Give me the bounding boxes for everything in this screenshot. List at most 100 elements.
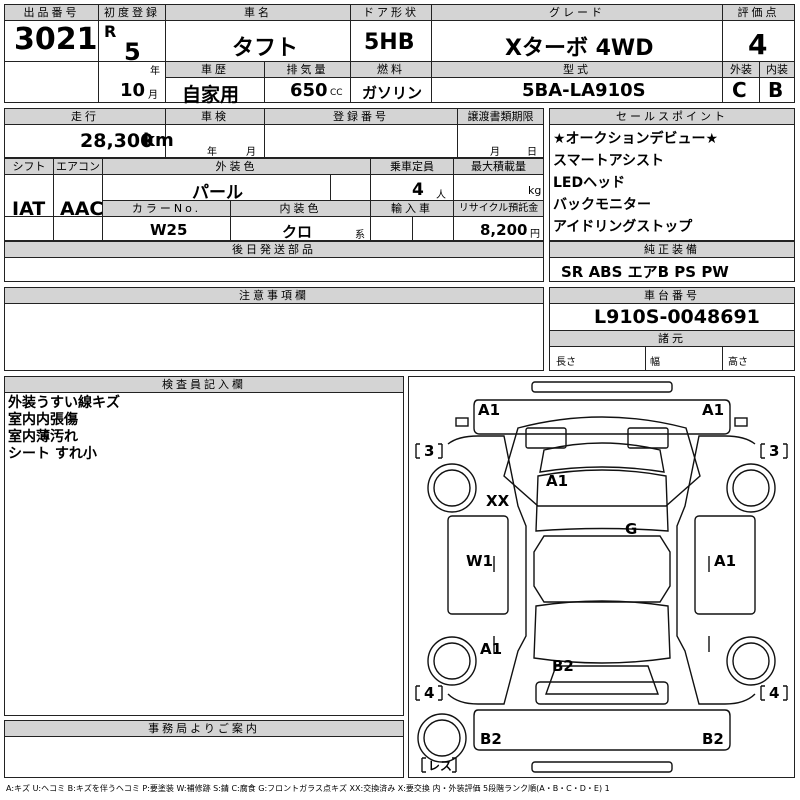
month-unit: 月 [148,90,158,101]
tread-rr: 4 [769,684,779,702]
ext-label: 外装 [723,62,759,78]
door-label: ドア形状 [351,5,431,21]
inspector-note: 室内内張傷 [8,412,78,428]
ac: AAC [60,198,104,220]
lot-no-label: 出品番号 [5,5,98,21]
ac-label: エアコン [54,159,102,175]
equipment-block [549,241,795,282]
mark-rear-left: B2 [480,730,502,748]
recycle-label: リサイクル預託金 [454,201,543,217]
spare-tire: レス [428,759,452,773]
model-label: 型式 [432,62,722,78]
color-label: 外装色 [103,159,370,175]
yen-unit: 円 [530,229,540,240]
equipment-label: 純正装備 [550,242,794,258]
equipment: SR ABS エアB PS PW [561,263,729,281]
inspector-label: 検査員記入欄 [5,377,403,393]
color: パール [192,183,243,203]
mark-right-mid: A1 [714,552,736,570]
mileage: 28,300 [80,130,154,152]
sales-point: スマートアシスト [553,153,665,169]
tread-fr: 3 [769,442,779,460]
person-unit: 人 [436,190,446,201]
mark-rear-center: B2 [552,657,574,675]
sales-point: アイドリングストップ [553,219,693,235]
sales-points-block [549,108,795,241]
era: R [104,22,117,41]
first-reg-label: 初度登録 [99,5,165,21]
sales-points-label: セールスポイント [550,109,794,125]
grade-label: グレード [432,5,722,21]
import-label: 輸入車 [371,201,453,217]
spec-block [4,158,544,241]
inspector-note: シート すれ小 [8,446,97,462]
reg-month: 10 [120,80,146,101]
car-name-label: 車名 [166,5,350,21]
interior-color-suffix: 系 [355,230,365,241]
history-label: 車歴 [166,62,264,78]
grade: Xターボ 4WD [505,36,654,61]
int-score: B [768,78,784,102]
transfer-label: 譲渡書類期限 [458,109,543,125]
kg-unit: kg [528,184,542,197]
interior-color-label: 内装色 [231,201,370,217]
legend: A:キズ U:ヘコミ B:キズを伴うヘコミ P:要塗装 W:補修跡 S:錆 C:… [6,784,610,793]
chassis-block [549,287,795,371]
inspector-note: 外装うすい線キズ [8,395,120,411]
km-unit: km [143,130,174,151]
tread-rl: 4 [424,684,434,702]
mark-rear-right: B2 [702,730,724,748]
cc-unit: CC [330,88,343,98]
displacement: 650 [290,80,328,101]
history: 自家用 [182,84,240,106]
color-no: W25 [150,221,188,239]
tread-fl: 3 [424,442,434,460]
notes-block [4,287,544,371]
int-label: 内装 [760,62,794,78]
insp-month-unit: 月 [246,147,256,158]
header-block [4,4,795,103]
capacity: 4 [412,180,424,200]
inspector-notes: 外装うすい線キズ 室内内張傷 室内薄汚れ シート すれ小 [8,395,120,463]
door-type: 5HB [364,30,415,55]
capacity-label: 乗車定員 [371,159,453,175]
notes-label: 注意事項欄 [5,288,543,304]
later-parts-block [4,241,544,282]
dims-length: 長さ [556,357,576,368]
lot-no: 3021 [14,22,98,57]
later-parts-label: 後日発送部品 [5,242,543,258]
ext-score: C [732,78,747,102]
registration-label: 登録番号 [265,109,457,125]
fuel: ガソリン [362,84,423,102]
sales-point: ★オークションデビュー★ [553,131,719,147]
insp-year-unit: 年 [207,147,217,158]
dims-height: 高さ [728,357,748,368]
mark-roof-front: A1 [546,472,568,490]
shift-label: シフト [5,159,53,175]
inspector-note: 室内薄汚れ [8,429,78,445]
car-diagram-block [408,376,795,778]
sales-points-list: ★オークションデビュー★ スマートアシスト LEDヘッド バックモニター アイド… [553,128,718,238]
transfer-month-unit: 月 [490,147,500,158]
displacement-label: 排気量 [265,62,350,78]
car-diagram: A1 A1 A1 XX G W1 A1 A1 B2 B2 B2 3 3 4 4 … [415,381,788,773]
chassis-number: L910S-0048691 [594,306,760,328]
score-label: 評価点 [723,5,794,21]
mileage-label: 走行 [5,109,165,125]
transfer-day-unit: 日 [527,147,537,158]
mileage-block [4,108,544,158]
car-name: タフト [232,36,299,61]
model: 5BA-LA910S [522,80,646,101]
year-unit: 年 [150,66,160,77]
mark-left-rear: A1 [480,640,502,658]
inspector-block [4,376,404,716]
score: 4 [748,28,768,61]
mark-left-mid: W1 [466,552,493,570]
max-load-label: 最大積載量 [454,159,543,175]
chassis-label: 車台番号 [550,288,794,304]
office-block [4,720,404,778]
reg-year: 5 [124,38,141,66]
color-no-label: カラーNo. [103,201,230,217]
dims-label: 諸元 [550,330,794,347]
inspection-label: 車検 [166,109,264,125]
